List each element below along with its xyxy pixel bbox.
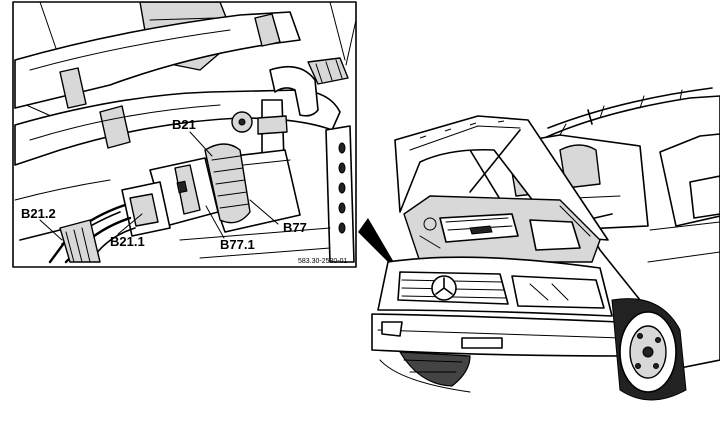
detail-inset	[12, 1, 357, 268]
label-b21-2: B21.2	[21, 206, 56, 221]
vehicle-illustration	[371, 87, 720, 401]
label-b77: B77	[283, 220, 307, 235]
figure-reference: 583.30-2530-01	[298, 258, 348, 265]
label-b21: B21	[172, 117, 196, 132]
label-b77-1: B77.1	[220, 237, 255, 252]
leader-b21-2	[39, 219, 63, 241]
leader-b77-1	[205, 205, 225, 239]
leader-b21-1	[117, 213, 143, 235]
leader-b77	[249, 199, 279, 225]
label-b21-1: B21.1	[110, 234, 145, 249]
leader-b21	[189, 131, 213, 157]
